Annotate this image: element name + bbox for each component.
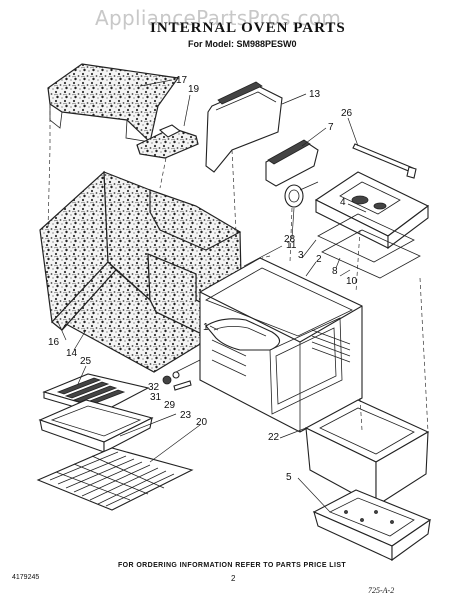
part-28-fan-assembly [284, 181, 319, 208]
part-7-baffle [265, 139, 319, 187]
part-23-broiler-pan [38, 399, 154, 453]
callout-13: 13 [309, 89, 321, 100]
callout-10: 10 [346, 276, 358, 287]
part-26-rod [352, 143, 417, 179]
document-number: 4179245 [12, 574, 40, 581]
callout-11: 11 [286, 240, 297, 251]
callout-7: 7 [328, 122, 334, 133]
callout-25: 25 [80, 356, 92, 367]
part-22-drawer-panel [304, 399, 430, 508]
callout-8: 8 [332, 266, 338, 277]
callout-17: 17 [176, 75, 188, 86]
assembly-guide-lines [47, 104, 429, 433]
model-subtitle: For Model: SM988PESW0 [188, 39, 297, 49]
callout-4: 4 [340, 197, 346, 208]
part-1-bake-element [205, 318, 281, 351]
callout-numbers: 17 19 13 7 26 4 28 11 3 2 8 10 1 16 14 2… [48, 75, 358, 483]
callout-31: 31 [150, 392, 162, 403]
part-2-oven-liner [199, 257, 363, 433]
callout-19: 19 [188, 84, 200, 95]
callout-22: 22 [268, 432, 280, 443]
part-25-broiler-grid [42, 373, 150, 417]
callout-5: 5 [286, 472, 292, 483]
callout-14: 14 [66, 348, 78, 359]
diagram-title: INTERNAL OVEN PARTS [150, 20, 346, 36]
part-19-insulation-pad [136, 124, 199, 159]
callout-20: 20 [196, 417, 208, 428]
callout-28: 28 [284, 234, 296, 245]
part-3-burner-cover [314, 171, 430, 250]
part-5-broiler-drawer [312, 489, 432, 562]
callout-leader-lines [57, 79, 367, 513]
watermark: AppliancePartsPros.com [95, 6, 342, 30]
callout-1: 1 [203, 322, 209, 333]
callout-29: 29 [164, 400, 176, 411]
handwritten-note: 725-A-2 [368, 586, 395, 595]
callout-26: 26 [341, 108, 353, 119]
callout-23: 23 [180, 410, 192, 421]
callout-32: 32 [148, 382, 160, 393]
part-29-screw [173, 380, 192, 391]
callout-2: 2 [316, 254, 322, 265]
part-31-lens [172, 359, 201, 379]
part-20-oven-rack [36, 447, 194, 511]
page-number: 2 [231, 574, 236, 583]
part-8-gasket [317, 213, 415, 263]
part-17-top-insulation [47, 63, 180, 144]
ordering-note: FOR ORDERING INFORMATION REFER TO PARTS … [118, 562, 347, 569]
part-14-insulation-wrap [61, 171, 244, 373]
callout-3: 3 [298, 250, 304, 261]
callout-16: 16 [48, 337, 60, 348]
part-10-gasket [321, 229, 421, 279]
part-32-bulb-socket [162, 375, 172, 385]
